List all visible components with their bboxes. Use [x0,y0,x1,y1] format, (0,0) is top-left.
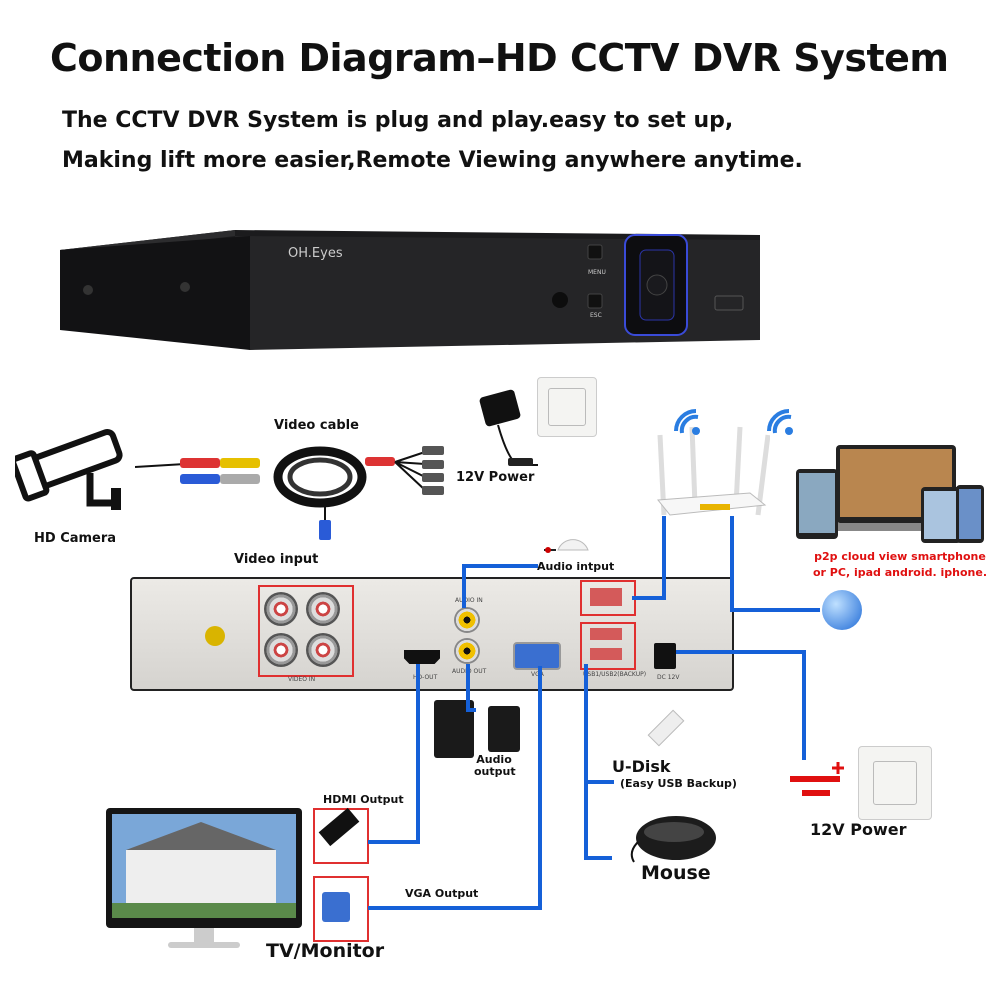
usb-port [590,628,622,640]
bnc-port [264,592,298,626]
hd-camera-label: HD Camera [34,531,117,546]
tv-monitor-label: TV/Monitor [266,940,385,962]
dvr-menu-label: MENU [588,269,606,276]
usb-port-label: USB1/USB2(BACKUP) [583,671,647,678]
audio-in-port [454,607,480,633]
mouse-icon [628,812,718,868]
p2p-label-line-2: or PC, ipad android. iphone. [813,566,987,579]
label-sticker [205,626,225,646]
audio-input-label: Audio intput [537,560,615,573]
dvr-esc-label: ESC [590,312,602,319]
connector-line [466,708,476,712]
audio-out-port [454,638,480,664]
dc-port-label: DC 12V [657,674,680,681]
connector-line [662,516,666,600]
speaker-icon [488,706,520,752]
video-in-port-label: VIDEO IN [288,676,316,683]
u-disk-note: (Easy USB Backup) [620,777,737,790]
hdmi-port-label: HD-OUT [413,674,438,681]
hdmi-port [404,650,440,664]
dvr-brand-label: OH.Eyes [288,246,343,261]
connector-line [538,666,542,910]
power-adapter-icon [478,385,578,484]
dc-port [654,643,676,669]
bnc-port [306,633,340,667]
usb-port [590,648,622,660]
p2p-label-line-1: p2p cloud view smartphone [814,550,986,563]
connector-line [368,906,542,910]
hdmi-output-label: HDMI Output [323,793,404,806]
devices-icon [796,445,996,549]
connector-line [802,650,806,760]
wifi-icon [672,405,706,443]
bnc-port [306,592,340,626]
router-icon [640,405,771,529]
microphone-icon [542,528,592,562]
hdmi-connector-highlight [313,808,369,864]
wall-socket-top-icon [537,377,597,437]
audio-in-port-label: AUDIO IN [455,597,483,604]
audio-output-label: Audio output [474,753,516,778]
connector-line [676,650,806,654]
power-12v-top-label: 12V Power [456,470,535,485]
bnc-port [264,633,298,667]
subtitle-line-2: Making lift more easier,Remote Viewing a… [62,148,803,173]
vga-connector-icon [322,892,350,922]
hd-camera-icon [10,418,125,517]
lan-port [590,588,622,606]
video-input-label: Video input [234,552,319,567]
usb-disk-icon [647,709,685,747]
dc-power-symbol-icon [790,758,850,822]
tv-monitor-icon [106,808,306,962]
connector-line [368,840,420,844]
connector-line [462,564,466,608]
connector-line [466,664,470,712]
connector-line [730,516,734,612]
page-title: Connection Diagram–HD CCTV DVR System [50,36,949,80]
connector-line [584,856,612,860]
connector-line [584,664,588,860]
globe-icon [822,590,862,630]
vga-port-label: VGA [531,671,544,678]
subtitle-line-1: The CCTV DVR System is plug and play.eas… [62,108,734,133]
connector-line [584,780,614,784]
u-disk-label: U-Disk [612,757,671,776]
connector-line [416,664,420,844]
usb-highlight [580,622,636,670]
dvr-front-view [60,230,760,350]
video-cable-label: Video cable [274,418,359,433]
connector-line [730,608,820,612]
vga-port [513,642,561,670]
wall-socket-bottom-icon [858,746,932,820]
video-in-highlight [258,585,354,677]
power-12v-bottom-label: 12V Power [810,820,907,839]
vga-output-label: VGA Output [405,887,479,900]
wifi-icon [765,405,799,443]
video-cable-icon [134,432,465,546]
connector-line [632,596,666,600]
mouse-label: Mouse [641,862,711,884]
connector-line [462,564,538,568]
